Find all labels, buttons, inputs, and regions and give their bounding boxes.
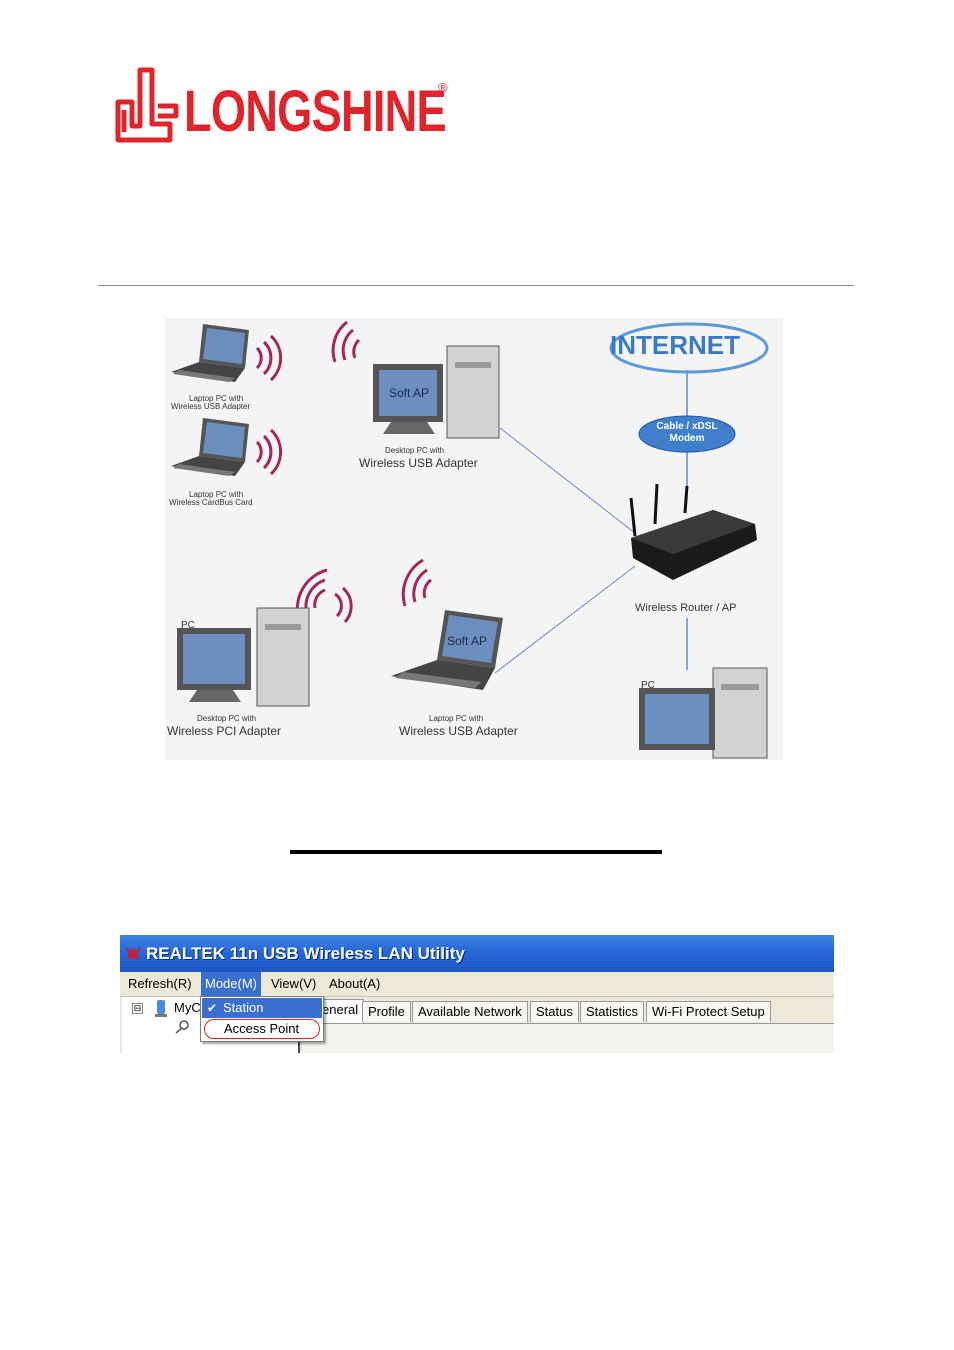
tree-root-label[interactable]: MyC: [174, 1000, 201, 1015]
internet-label: INTERNET: [610, 330, 740, 360]
computer-icon: [155, 1000, 167, 1017]
station-label: Station: [223, 1000, 264, 1015]
router-icon: [629, 483, 757, 580]
laptop-2-icon: [171, 418, 249, 476]
menu-mode[interactable]: Mode(M): [201, 972, 262, 996]
access-point-highlight-circle: [204, 1019, 320, 1039]
window-title: REALTEK 11n USB Wireless LAN Utility: [146, 944, 465, 963]
desktop-caption-small: Desktop PC with: [385, 446, 445, 455]
network-diagram: INTERNET Cable / xDSL Modem Soft AP Soft…: [165, 318, 783, 760]
pc-right-tag: PC: [641, 680, 655, 691]
brand-name: LONGSHINE: [184, 79, 447, 144]
soft-ap-laptop-label: Soft AP: [447, 634, 488, 648]
menu-bar: Refresh(R) Mode(M) View(V) About(A): [120, 972, 834, 997]
router-caption: Wireless Router / AP: [635, 602, 737, 614]
window-titlebar[interactable]: REALTEK 11n USB Wireless LAN Utility: [120, 935, 834, 972]
mode-dropdown-menu: ✔ Station Access Point: [200, 996, 324, 1042]
laptop3-caption: Wireless USB Adapter: [399, 724, 518, 738]
laptop1-caption: Wireless USB Adapter: [171, 402, 251, 411]
access-point-label: Access Point: [224, 1021, 300, 1036]
laptop-1-icon: [171, 324, 249, 382]
header-divider: [98, 285, 854, 286]
modem-icon: [638, 415, 736, 453]
realtek-crab-icon: [125, 947, 141, 960]
modem-label: Cable / xDSL Modem: [656, 421, 718, 444]
mode-item-station[interactable]: ✔ Station: [202, 998, 322, 1018]
link-laptop-router: [494, 565, 636, 674]
desktop-soft-ap-icon: [373, 345, 500, 439]
tab-wps[interactable]: Wi-Fi Protect Setup: [646, 1001, 771, 1022]
desktop-caption: Wireless USB Adapter: [359, 456, 478, 470]
pc-left-icon: [177, 607, 310, 707]
link-desktop-router: [499, 427, 636, 534]
menu-about[interactable]: About(A): [329, 976, 381, 991]
checkmark-icon: ✔: [207, 1001, 218, 1015]
tab-profile[interactable]: Profile: [362, 1001, 411, 1022]
tab-content-area: [302, 1023, 834, 1053]
laptop2-caption: Wireless CardBus Card: [169, 498, 253, 507]
internet-cloud-icon: [609, 322, 769, 374]
realtek-utility-window: REALTEK 11n USB Wireless LAN Utility Ref…: [120, 935, 834, 1053]
tab-status[interactable]: Status: [530, 1001, 579, 1022]
longshine-emblem-icon: [115, 67, 179, 143]
laptop-soft-ap-icon: [391, 610, 503, 690]
pc-right-icon: [639, 667, 768, 759]
adapter-node-icon: [175, 1020, 189, 1034]
pc-left-tag: PC: [181, 620, 195, 631]
pc-left-caption: Wireless PCI Adapter: [167, 724, 282, 738]
heading-underline: [290, 850, 662, 854]
longshine-logo: LONGSHINE ®: [112, 66, 457, 150]
laptop2-caption-small: Laptop PC with: [189, 490, 244, 499]
mode-item-access-point[interactable]: Access Point: [202, 1019, 322, 1039]
laptop3-caption-small: Laptop PC with: [429, 714, 484, 723]
pc-left-caption-small: Desktop PC with: [197, 714, 257, 723]
registered-mark: ®: [438, 80, 448, 95]
diagram-graphics: [171, 320, 769, 759]
tree-collapse-icon[interactable]: ⊟: [132, 1003, 143, 1014]
menu-view[interactable]: View(V): [271, 976, 317, 991]
tab-statistics[interactable]: Statistics: [580, 1001, 645, 1022]
laptop1-caption-small: Laptop PC with: [189, 394, 244, 403]
tab-available-network[interactable]: Available Network: [412, 1001, 528, 1022]
soft-ap-desktop-label: Soft AP: [389, 386, 430, 400]
menu-refresh[interactable]: Refresh(R): [128, 976, 192, 991]
tab-general[interactable]: eneral: [316, 999, 365, 1023]
